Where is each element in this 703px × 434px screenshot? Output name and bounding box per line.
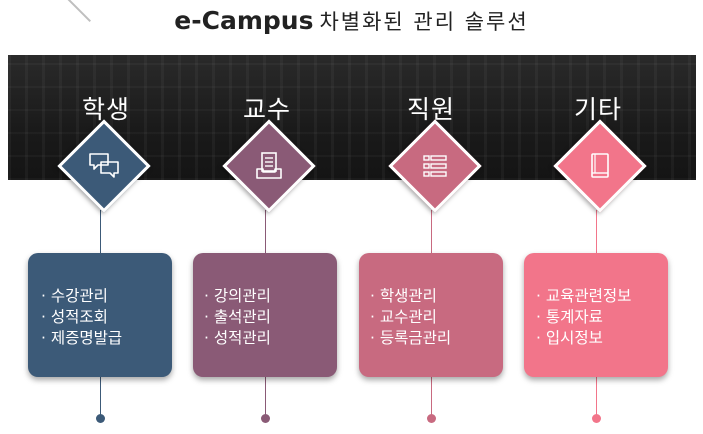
feature-item[interactable]: · 학생관리 [370,287,437,305]
timeline-dot [96,414,105,423]
column-title: 학생 [81,95,130,124]
feature-card[interactable]: · 수강관리 · 성적조회 · 제증명발급 [28,253,172,377]
feature-item[interactable]: · 교육관련정보 [536,287,632,305]
column-student: 학생 · 수강관리 · 성적조회 · 제증명발급 [28,0,188,434]
document-tray-icon [256,152,282,179]
connector-line [596,210,597,254]
column-title: 교수 [242,95,291,124]
column-etc: 기타 · 교육관련정보 · 통계자료 · 입시정보 [524,0,684,434]
timeline-dot [592,414,601,423]
brand-name: e-Campus [174,6,314,35]
chat-bubbles-icon [89,153,119,178]
book-icon [591,153,609,178]
connector-line [265,377,266,415]
feature-item[interactable]: · 수강관리 [41,287,108,305]
column-title: 기타 [573,95,622,124]
feature-item[interactable]: · 성적조회 [41,308,108,326]
connector-line [431,210,432,254]
column-title: 직원 [406,95,455,124]
feature-item[interactable]: · 제증명발급 [41,329,123,347]
feature-item[interactable]: · 출석관리 [204,308,271,326]
connector-line [100,210,101,254]
timeline-dot [427,414,436,423]
column-professor: 교수 · 강의관리 · 출석관리 · 성적관리 [193,0,353,434]
timeline-dot [261,414,270,423]
connector-line [596,377,597,415]
list-icon [423,155,447,177]
feature-item[interactable]: · 통계자료 [536,308,603,326]
column-staff: 직원 · 학생관리 · 교수관리 · 등록금관리 [359,0,519,434]
connector-line [100,377,101,415]
feature-item[interactable]: · 등록금관리 [370,329,452,347]
feature-item[interactable]: · 교수관리 [370,308,437,326]
feature-item[interactable]: · 성적관리 [204,329,271,347]
connector-line [265,210,266,254]
feature-card[interactable]: · 강의관리 · 출석관리 · 성적관리 [193,253,337,377]
feature-item[interactable]: · 강의관리 [204,287,271,305]
feature-card[interactable]: · 교육관련정보 · 통계자료 · 입시정보 [524,253,668,377]
feature-item[interactable]: · 입시정보 [536,329,603,347]
connector-line [431,377,432,415]
feature-card[interactable]: · 학생관리 · 교수관리 · 등록금관리 [359,253,503,377]
title-subtitle: 차별화된 관리 솔루션 [319,10,529,34]
